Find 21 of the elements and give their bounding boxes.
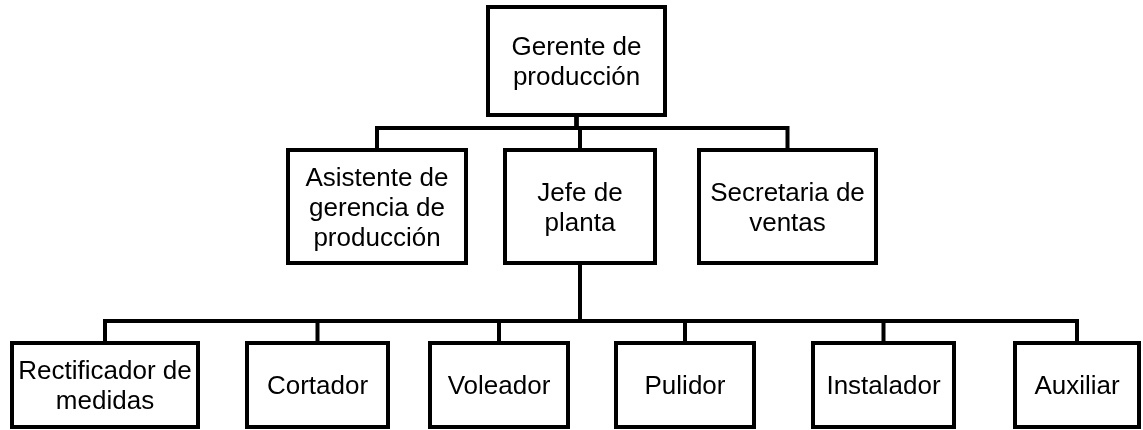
box-label: Cortador bbox=[266, 370, 369, 400]
org-box bbox=[614, 341, 756, 429]
box-label: Pulidor bbox=[644, 370, 726, 400]
org-box bbox=[486, 5, 667, 117]
org-box bbox=[811, 341, 956, 429]
connector-line bbox=[574, 117, 790, 148]
org-box bbox=[245, 341, 390, 429]
box-label: Jefe de planta bbox=[536, 176, 624, 237]
box-label: Auxiliar bbox=[1034, 370, 1120, 400]
box-label: Secretaria de ventas bbox=[709, 176, 866, 237]
org-box bbox=[697, 148, 878, 265]
box-label: Gerente de producción bbox=[510, 31, 643, 91]
org-box bbox=[428, 341, 570, 429]
box-label: Asistente de gerencia de producción bbox=[304, 161, 450, 252]
org-box bbox=[286, 148, 468, 265]
org-box bbox=[503, 148, 657, 265]
box-label: Rectificador de medidas bbox=[17, 355, 193, 415]
org-box bbox=[1013, 341, 1141, 429]
org-box bbox=[10, 341, 200, 429]
box-label: Voleador bbox=[447, 370, 551, 400]
box-label: Instalador bbox=[826, 370, 941, 400]
